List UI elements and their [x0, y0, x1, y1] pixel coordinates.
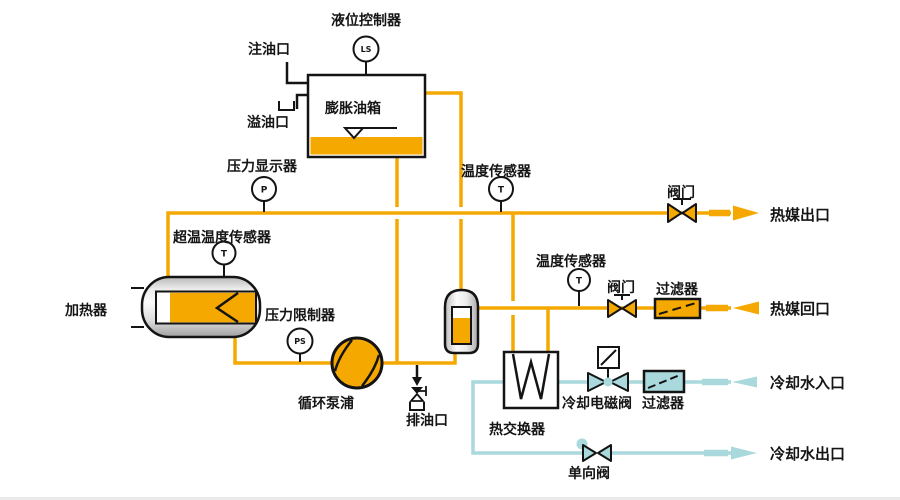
pump-body	[330, 336, 384, 390]
heater-chevron	[214, 291, 239, 324]
main-temp-circle	[488, 176, 514, 202]
outlet-valve: 阀门	[667, 184, 697, 223]
hot-return-label: 热媒回口	[770, 300, 830, 318]
return-valve-left	[607, 299, 623, 318]
overtemp-sensor: T 超温温度传感器	[172, 229, 272, 277]
heat-exchanger: 热交换器	[489, 350, 560, 438]
expansion-tank-label: 膨胀油箱	[325, 100, 381, 117]
main-supply-pipe	[166, 211, 731, 278]
cooling-outlet-arrow	[731, 446, 757, 460]
pressure-limiter: PS 压力限制器	[265, 307, 336, 362]
overtemp-tag: T	[221, 250, 228, 260]
pump-impeller-blade-1	[333, 339, 353, 372]
return-temp-tag: T	[576, 277, 583, 287]
fill-port-pipe	[285, 62, 307, 85]
main-temp-tag: T	[498, 186, 505, 196]
return-filter-mesh	[658, 302, 697, 315]
oil-drain-port: 排油口	[406, 365, 448, 429]
overflow-pipe	[295, 93, 307, 109]
cooling-inlet-label: 冷却水入口	[770, 374, 845, 392]
drain-tundish	[409, 402, 425, 411]
outlet-valve-left	[667, 203, 683, 223]
pressure-limiter-label: 压力限制器	[265, 307, 336, 324]
drain-arrowhead	[412, 377, 422, 386]
pressure-display-label: 压力显示器	[227, 158, 298, 175]
heater-element	[170, 292, 255, 323]
solenoid-valve-label: 冷却电磁阀	[562, 395, 632, 412]
fill-port-label: 注油口	[248, 41, 290, 58]
drain-port-label: 排油口	[406, 412, 448, 429]
page-bottom-divider	[0, 497, 900, 500]
ps-tag: PS	[294, 337, 306, 346]
cooling-solenoid-valve: 冷却电磁阀	[562, 346, 632, 412]
expansion-tank-oil-level	[310, 137, 423, 155]
pump-label: 循环泵浦	[298, 395, 354, 412]
main-temp-sensor: T 温度传感器	[461, 163, 532, 212]
main-temp-label: 温度传感器	[461, 163, 532, 180]
return-valve-handle	[614, 294, 630, 300]
hot-outlet-arrow	[733, 205, 759, 221]
p-instrument-circle	[251, 176, 277, 202]
solenoid-valve-hub	[603, 377, 613, 387]
heat-exchanger-label: 热交换器	[489, 421, 546, 438]
drain-valve-top	[411, 387, 423, 394]
circulation-pump: 循环泵浦	[298, 336, 384, 412]
check-valve: 单向阀	[568, 438, 612, 482]
check-valve-left	[582, 444, 597, 462]
ls-tag: LS	[361, 45, 372, 54]
overflow-tundish	[278, 101, 295, 111]
return-temp-label: 温度传感器	[536, 253, 607, 270]
check-valve-right	[597, 444, 612, 462]
cooling-filter: 过滤器	[642, 369, 686, 412]
ls-instrument-circle	[352, 35, 380, 63]
heat-exchanger-coil	[511, 353, 551, 400]
vessel-oil-level	[453, 318, 470, 343]
return-filter-label: 过滤器	[656, 281, 699, 298]
cooling-inlet-arrow	[732, 376, 757, 388]
level-mark-triangle	[342, 127, 366, 140]
return-valve-right	[621, 299, 637, 318]
cooling-filter-label: 过滤器	[642, 395, 685, 412]
outlet-valve-label: 阀门	[667, 184, 695, 201]
cooling-water-piping	[471, 376, 757, 460]
return-temp-sensor: T 温度传感器	[536, 253, 607, 306]
tank-to-vessel-pipe	[424, 91, 463, 290]
hot-return-arrow	[733, 301, 759, 315]
solenoid-valve-left	[587, 372, 607, 392]
expansion-tank: 膨胀油箱 注油口 溢油口	[247, 41, 427, 159]
heater: 加热器	[64, 275, 262, 339]
drain-valve-bottom	[409, 392, 425, 402]
drain-valve-handle	[418, 386, 427, 396]
return-temp-circle	[567, 268, 591, 292]
overtemp-label: 超温温度传感器	[172, 229, 272, 246]
deaerator-vessel	[443, 288, 480, 355]
level-controller-label: 液位控制器	[331, 12, 402, 29]
pump-impeller-blade-2	[361, 354, 381, 387]
overflow-port-label: 溢油口	[247, 114, 289, 131]
outlet-valve-handle	[673, 198, 691, 205]
ps-circle	[286, 327, 314, 355]
level-controller: LS 液位控制器	[331, 12, 402, 76]
solenoid-head-diagonal	[600, 349, 617, 366]
check-valve-label: 单向阀	[568, 465, 610, 482]
overtemp-circle	[211, 240, 237, 266]
cooling-outlet-label: 冷却水出口	[770, 445, 845, 463]
cooling-filter-mesh	[647, 374, 681, 389]
p-tag: P	[261, 186, 268, 196]
outlet-valve-right	[681, 203, 697, 223]
return-filter: 过滤器	[653, 281, 702, 320]
return-valve: 阀门	[607, 279, 637, 318]
pressure-display: P 压力显示器	[227, 158, 298, 212]
return-valve-label: 阀门	[607, 279, 635, 296]
hot-outlet-label: 热媒出口	[770, 206, 830, 224]
heater-label: 加热器	[64, 302, 108, 319]
solenoid-valve-right	[609, 372, 629, 392]
hot-oil-piping	[166, 91, 759, 365]
